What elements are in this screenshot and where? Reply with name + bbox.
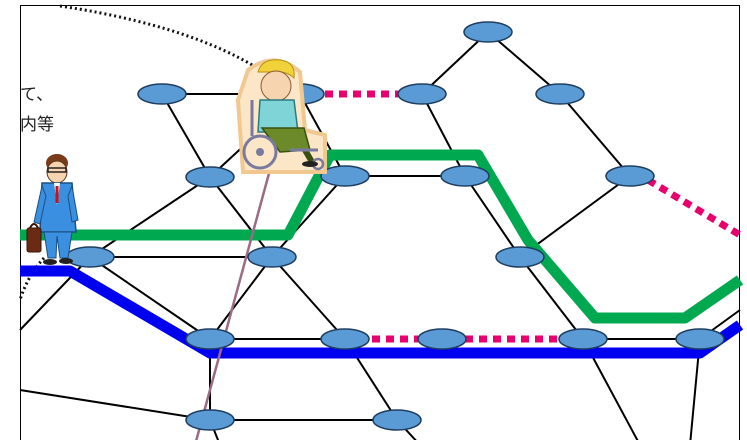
edge — [487, 31, 561, 95]
dotted-arc-top — [59, 4, 291, 94]
node — [320, 165, 370, 187]
dotted-links — [325, 90, 742, 343]
node — [320, 328, 370, 350]
pointer-line — [195, 154, 276, 440]
edge — [271, 175, 346, 258]
node — [495, 246, 545, 268]
node — [605, 165, 655, 187]
edge — [19, 256, 91, 331]
dotted-arc-left — [18, 256, 46, 301]
frame-border — [20, 5, 740, 440]
edge — [271, 256, 346, 340]
node — [65, 246, 115, 268]
edge — [464, 175, 521, 258]
edge — [89, 176, 211, 258]
edge — [559, 93, 631, 177]
node — [535, 83, 585, 105]
node — [463, 21, 513, 43]
dotted-link — [646, 176, 742, 239]
wheelchair-user-icon — [235, 58, 327, 174]
node — [137, 83, 187, 105]
edge — [519, 175, 631, 258]
node — [185, 328, 235, 350]
node — [675, 328, 725, 350]
text-fragment-1: て、 — [20, 85, 54, 105]
node — [440, 165, 490, 187]
edge — [89, 256, 211, 340]
edge — [19, 389, 211, 421]
node — [558, 328, 608, 350]
node — [372, 409, 422, 431]
edge — [209, 176, 273, 258]
businessman-walking-icon — [26, 154, 79, 265]
network-nodes — [65, 21, 725, 431]
edge — [519, 256, 584, 340]
node — [185, 166, 235, 188]
edge — [421, 31, 489, 95]
node — [397, 83, 447, 105]
node — [417, 328, 467, 350]
edge — [209, 256, 273, 340]
network-edges — [19, 31, 741, 440]
edge — [161, 93, 211, 178]
edge — [421, 93, 466, 177]
node — [185, 409, 235, 431]
node — [247, 246, 297, 268]
green-route — [20, 149, 744, 324]
text-fragment-2: 内等 — [20, 115, 54, 135]
